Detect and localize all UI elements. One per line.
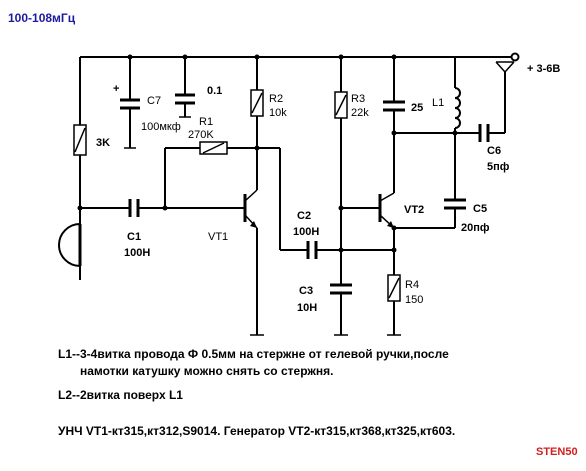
left-rail (73, 57, 130, 225)
note-line-2: намотки катушку можно снять со стержня. (80, 364, 334, 378)
c5-capacitor (444, 198, 466, 228)
r4-resistor (387, 274, 401, 336)
r2-resistor (250, 57, 264, 190)
vt1-name: VT1 (208, 231, 228, 243)
c5-value: 20пф (461, 222, 490, 234)
vt1-output-wire (257, 147, 308, 251)
c3-name: C3 (299, 285, 313, 297)
c1-name: C1 (127, 231, 141, 243)
supply-label: + 3-6В (527, 63, 560, 75)
c2-capacitor (306, 241, 397, 259)
vt2-name: VT2 (404, 204, 424, 216)
r4-value: 150 (405, 294, 423, 306)
r2-value: 10k (269, 107, 287, 119)
note-line-1: L1--3-4витка провода Ф 0.5мм на стержне … (58, 347, 449, 361)
c1-capacitor (128, 199, 245, 217)
c3-value: 10Н (297, 302, 317, 314)
c1-value: 100Н (124, 247, 150, 259)
c-tank-capacitor (383, 57, 455, 193)
vt1-transistor (243, 189, 264, 336)
vt2-transistor (378, 192, 455, 275)
c6-name: C6 (487, 145, 501, 157)
title: 100-108мГц (8, 11, 76, 25)
c7-value: 100мкф (141, 121, 181, 133)
c2-value: 100Н (293, 226, 319, 238)
c7-polarity: + (113, 83, 119, 95)
note-line-3: L2--2витка поверх L1 (58, 388, 183, 402)
top-rail (80, 52, 520, 62)
c6-value: 5пф (487, 161, 510, 173)
c6-capacitor (455, 72, 506, 142)
r3-name: R3 (351, 93, 365, 105)
c-top-value: 0.1 (207, 85, 222, 97)
c3-capacitor (330, 283, 352, 336)
signature: STEN50 (536, 446, 578, 458)
antenna-icon (495, 61, 515, 73)
c7-name: C7 (147, 95, 161, 107)
r3-resistor (334, 57, 380, 285)
l1-coil-icon (452, 57, 461, 200)
c7-capacitor (120, 57, 140, 149)
l1-name: L1 (432, 97, 444, 109)
r2-name: R2 (269, 93, 283, 105)
c5-name: C5 (473, 203, 487, 215)
r4-name: R4 (405, 279, 419, 291)
microphone-icon (58, 223, 82, 280)
c2-name: C2 (297, 210, 311, 222)
r1-value: 270K (188, 129, 214, 141)
c-tank-value: 25 (411, 102, 423, 114)
note-line-4: УНЧ VT1-кт315,кт312,S9014. Генератор VT2… (58, 424, 456, 438)
r3-value: 22k (351, 107, 369, 119)
r-left-value: 3K (96, 137, 110, 149)
c-top-capacitor (175, 57, 195, 118)
r1-resistor (164, 141, 260, 208)
r1-name: R1 (199, 116, 213, 128)
